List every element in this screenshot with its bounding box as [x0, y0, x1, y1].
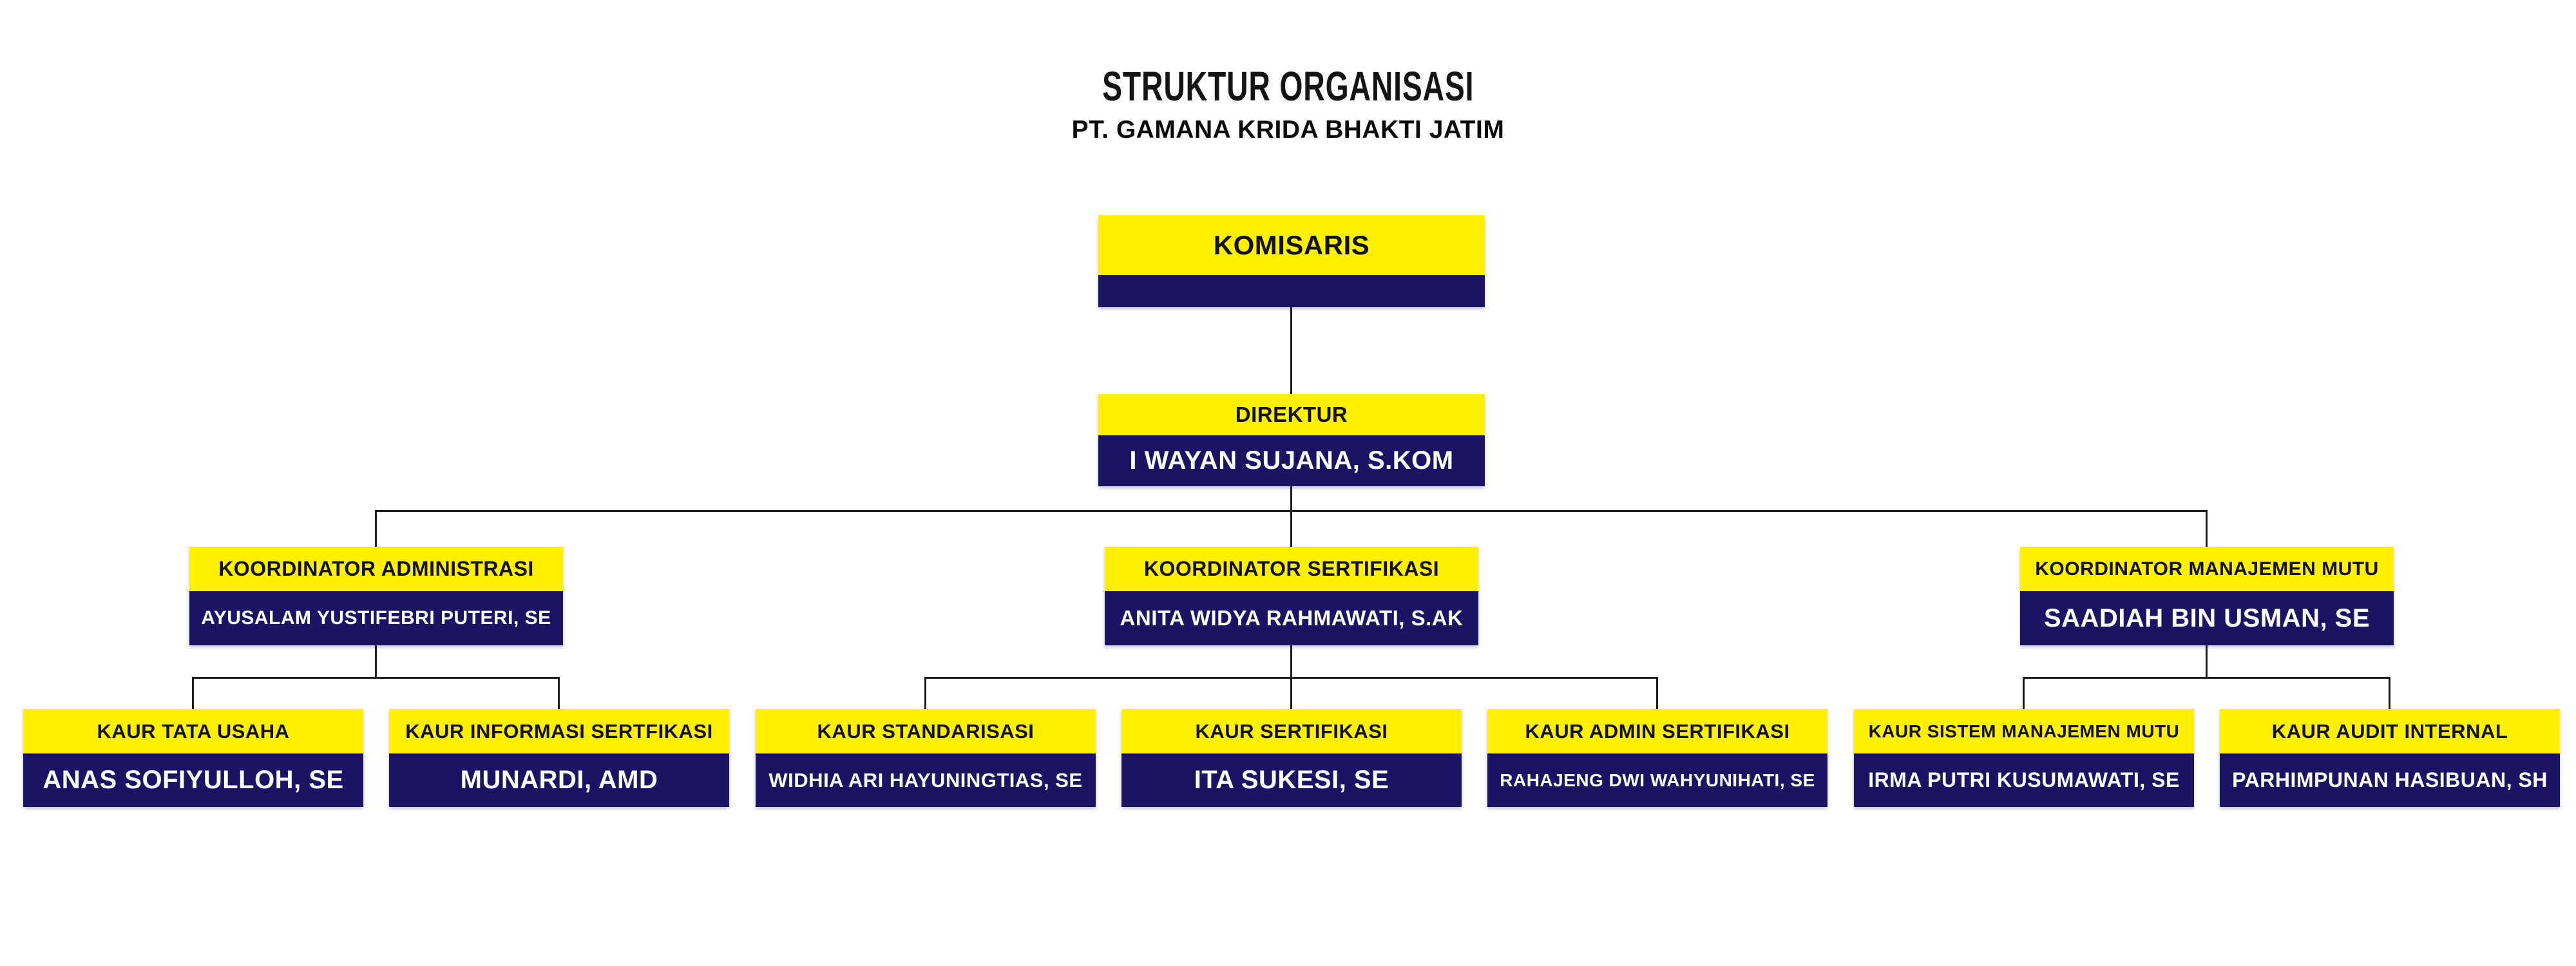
role-band: KOMISARIS	[1098, 215, 1485, 275]
org-node-koordinator-sertifikasi: KOORDINATOR SERTIFIKASI ANITA WIDYA RAHM…	[1105, 547, 1478, 645]
role-band: KAUR SERTIFIKASI	[1121, 709, 1462, 753]
connector-line	[2389, 677, 2390, 709]
org-node-kaur-standarisasi: KAUR STANDARISASI WIDHIA ARI HAYUNINGTIA…	[756, 709, 1096, 807]
chart-header: STRUKTUR ORGANISASI PT. GAMANA KRIDA BHA…	[0, 63, 2576, 144]
person-band: PARHIMPUNAN HASIBUAN, SH	[2220, 753, 2560, 807]
connector-line	[375, 511, 377, 547]
person-band: WIDHIA ARI HAYUNINGTIAS, SE	[756, 753, 1096, 807]
org-node-direktur: DIREKTUR I WAYAN SUJANA, S.KOM	[1098, 394, 1485, 486]
connector-line	[2206, 645, 2208, 678]
role-label: KOORDINATOR ADMINISTRASI	[218, 557, 534, 580]
person-name: AYUSALAM YUSTIFEBRI PUTERI, SE	[201, 607, 551, 629]
connector-line	[192, 677, 560, 679]
connector-line	[1290, 645, 1292, 678]
page-title: STRUKTUR ORGANISASI	[0, 63, 2576, 110]
connector-line	[1290, 511, 1292, 547]
role-label: KAUR ADMIN SERTIFIKASI	[1525, 719, 1790, 743]
connector-line	[2206, 511, 2208, 547]
role-band: KOORDINATOR ADMINISTRASI	[189, 547, 563, 591]
connector-line	[2023, 677, 2390, 679]
role-label: KAUR INFORMASI SERTFIKASI	[405, 719, 713, 743]
connector-line	[1290, 677, 1292, 709]
org-node-koordinator-manajemen-mutu: KOORDINATOR MANAJEMEN MUTU SAADIAH BIN U…	[2020, 547, 2394, 645]
person-band: SAADIAH BIN USMAN, SE	[2020, 591, 2394, 645]
person-band: IRMA PUTRI KUSUMAWATI, SE	[1854, 753, 2194, 807]
org-node-komisaris: KOMISARIS	[1098, 215, 1485, 307]
person-band: I WAYAN SUJANA, S.KOM	[1098, 435, 1485, 486]
page-subtitle: PT. GAMANA KRIDA BHAKTI JATIM	[1071, 116, 1505, 144]
connector-line	[375, 645, 377, 678]
connector-line	[192, 677, 194, 709]
role-label: DIREKTUR	[1235, 402, 1348, 426]
role-band: KAUR INFORMASI SERTFIKASI	[389, 709, 729, 753]
person-name: SAADIAH BIN USMAN, SE	[2043, 603, 2371, 632]
role-band: KAUR STANDARISASI	[756, 709, 1096, 753]
person-name: ANAS SOFIYULLOH, SE	[43, 766, 344, 794]
person-name: MUNARDI, AMD	[460, 766, 658, 794]
org-node-kaur-admin-sertifikasi: KAUR ADMIN SERTIFIKASI RAHAJENG DWI WAHY…	[1487, 709, 1827, 807]
person-name: PARHIMPUNAN HASIBUAN, SH	[2232, 768, 2548, 791]
role-band: KAUR AUDIT INTERNAL	[2220, 709, 2560, 753]
connector-line	[1656, 677, 1658, 709]
person-band: AYUSALAM YUSTIFEBRI PUTERI, SE	[189, 591, 563, 645]
connector-line	[2023, 677, 2025, 709]
connector-line	[1290, 307, 1292, 394]
role-band: KOORDINATOR SERTIFIKASI	[1105, 547, 1478, 591]
person-band: MUNARDI, AMD	[389, 753, 729, 807]
person-band: ITA SUKESI, SE	[1121, 753, 1462, 807]
role-band: KOORDINATOR MANAJEMEN MUTU	[2020, 547, 2394, 591]
role-label: KOORDINATOR SERTIFIKASI	[1143, 557, 1440, 580]
connector-line	[1290, 486, 1292, 511]
person-band	[1098, 275, 1485, 307]
role-label: KAUR STANDARISASI	[817, 719, 1035, 743]
person-name: IRMA PUTRI KUSUMAWATI, SE	[1868, 768, 2180, 791]
role-band: KAUR SISTEM MANAJEMEN MUTU	[1854, 709, 2194, 753]
org-node-kaur-sertifikasi: KAUR SERTIFIKASI ITA SUKESI, SE	[1121, 709, 1462, 807]
role-band: DIREKTUR	[1098, 394, 1485, 435]
person-name: RAHAJENG DWI WAHYUNIHATI, SE	[1500, 770, 1815, 790]
org-node-kaur-informasi-sertfikasi: KAUR INFORMASI SERTFIKASI MUNARDI, AMD	[389, 709, 729, 807]
page-title-text: STRUKTUR ORGANISASI	[1102, 63, 1474, 110]
person-name: ANITA WIDYA RAHMAWATI, S.AK	[1120, 606, 1464, 630]
role-label: KAUR SERTIFIKASI	[1195, 719, 1388, 743]
org-node-koordinator-administrasi: KOORDINATOR ADMINISTRASI AYUSALAM YUSTIF…	[189, 547, 563, 645]
person-name: ITA SUKESI, SE	[1194, 766, 1389, 794]
role-band: KAUR ADMIN SERTIFIKASI	[1487, 709, 1827, 753]
connector-line	[558, 677, 560, 709]
person-band: RAHAJENG DWI WAHYUNIHATI, SE	[1487, 753, 1827, 807]
role-label: KAUR SISTEM MANAJEMEN MUTU	[1868, 721, 2180, 741]
role-label: KAUR AUDIT INTERNAL	[2271, 719, 2508, 743]
role-band: KAUR TATA USAHA	[23, 709, 363, 753]
org-node-kaur-audit-internal: KAUR AUDIT INTERNAL PARHIMPUNAN HASIBUAN…	[2220, 709, 2560, 807]
person-band: ANITA WIDYA RAHMAWATI, S.AK	[1105, 591, 1478, 645]
person-band: ANAS SOFIYULLOH, SE	[23, 753, 363, 807]
connector-line	[924, 677, 926, 709]
person-name: I WAYAN SUJANA, S.KOM	[1129, 446, 1454, 475]
role-label: KOMISARIS	[1213, 229, 1370, 260]
org-node-kaur-tata-usaha: KAUR TATA USAHA ANAS SOFIYULLOH, SE	[23, 709, 363, 807]
role-label: KAUR TATA USAHA	[97, 719, 290, 743]
org-node-kaur-sistem-manajemen-mutu: KAUR SISTEM MANAJEMEN MUTU IRMA PUTRI KU…	[1854, 709, 2194, 807]
role-label: KOORDINATOR MANAJEMEN MUTU	[2035, 558, 2379, 580]
person-name: WIDHIA ARI HAYUNINGTIAS, SE	[768, 768, 1083, 791]
